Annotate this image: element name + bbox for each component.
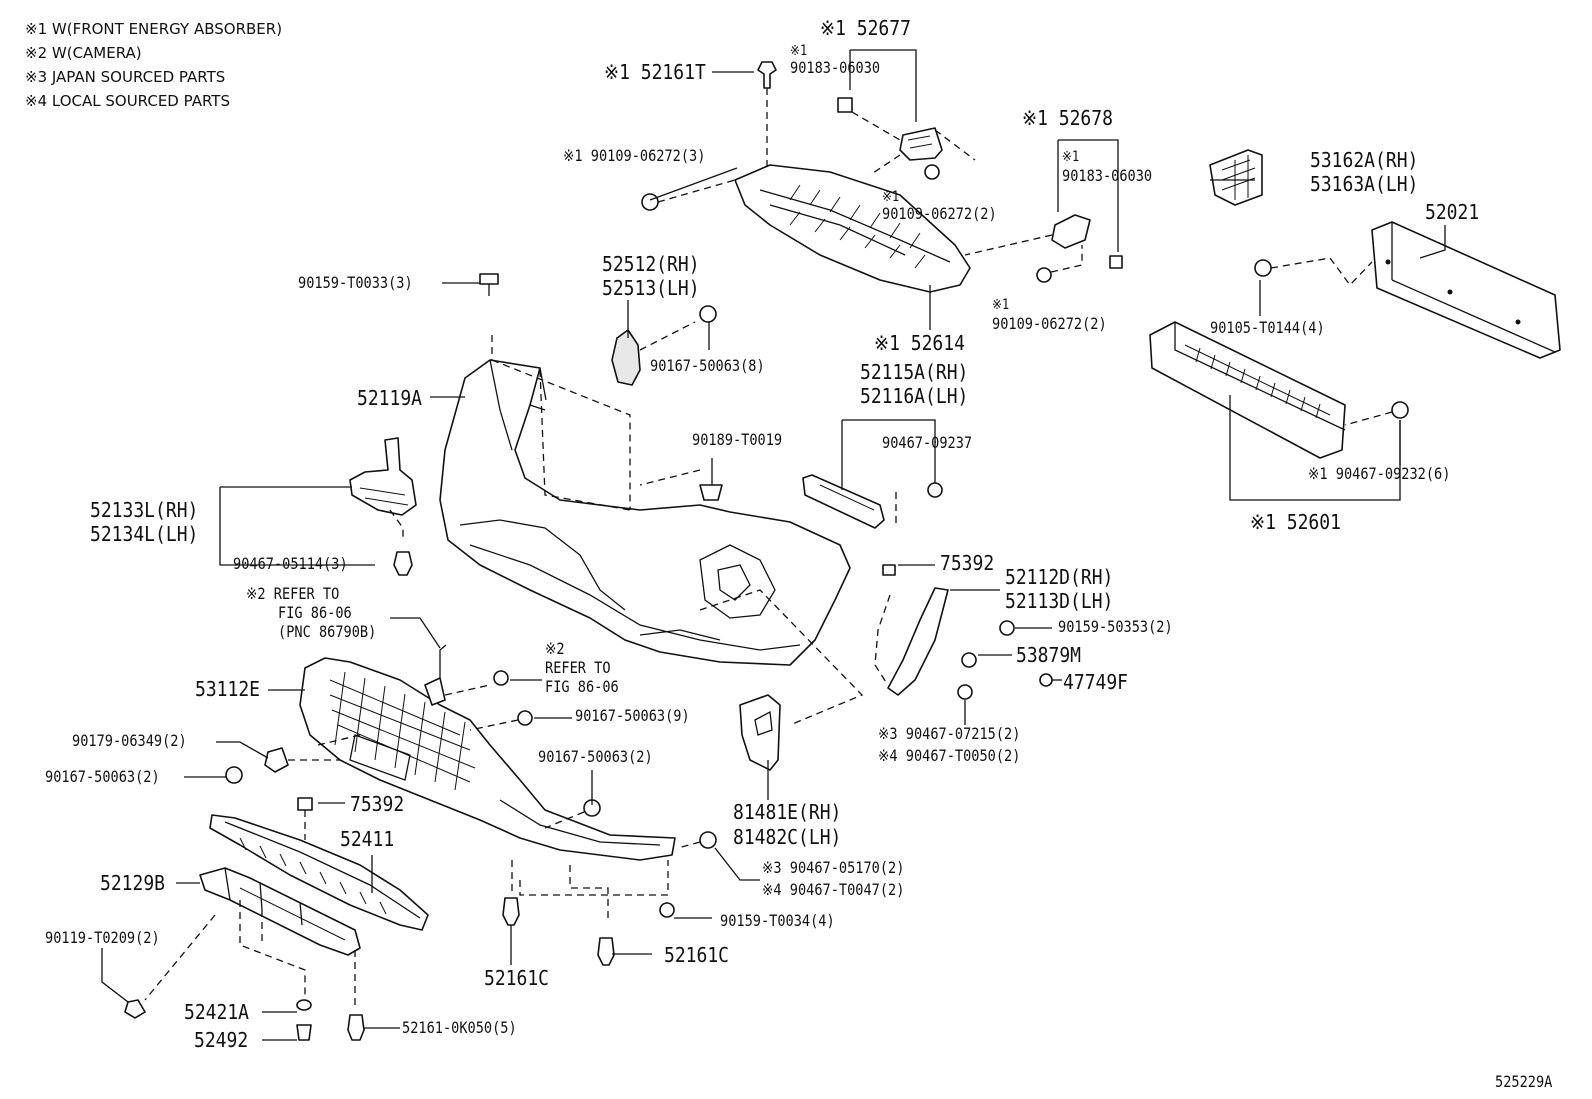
label-53162A: 53162A(RH) xyxy=(1310,148,1419,172)
bracket-53162A xyxy=(1209,149,1263,206)
label-52421A: 52421A xyxy=(184,1000,250,1024)
label-52601: ※1 52601 xyxy=(1250,510,1341,534)
label-52161C-b: 52161C xyxy=(664,943,730,967)
label-90119-T0209: 90119-T0209(2) xyxy=(45,928,160,947)
label-90109c-mark: ※1 xyxy=(992,297,1010,313)
label-52115A: 52115A(RH) xyxy=(860,360,969,384)
cover-81481E xyxy=(739,694,781,771)
wheel-liner-52112D xyxy=(874,564,1053,700)
label-90467-05170: ※3 90467-05170(2) xyxy=(762,858,905,877)
side-bracket-52133L xyxy=(349,437,417,576)
label-53879M: 53879M xyxy=(1016,643,1082,667)
label-75392-a: 75392 xyxy=(940,551,995,575)
label-90183-06030-b: 90183-06030 xyxy=(1062,166,1153,185)
grille-53112E xyxy=(299,657,676,861)
label-52129B: 52129B xyxy=(100,871,166,895)
label-90109-b: 90109-06272(2) xyxy=(882,204,997,223)
label-52411: 52411 xyxy=(340,827,395,851)
label-53112E: 53112E xyxy=(195,677,261,701)
label-90109b-mark: ※1 xyxy=(882,189,900,205)
label-52112D: 52112D(RH) xyxy=(1005,565,1114,589)
camera-bracket xyxy=(424,644,533,731)
label-90467-T0050: ※4 90467-T0050(2) xyxy=(878,746,1021,765)
grille-fasteners xyxy=(225,734,717,849)
label-90167-a: 90167-50063(8) xyxy=(650,356,765,375)
undercover-fasteners xyxy=(124,860,675,1041)
label-81481E: 81481E(RH) xyxy=(733,800,842,824)
note-3: ※3 JAPAN SOURCED PARTS xyxy=(25,68,226,86)
label-90183b-mark: ※1 xyxy=(1062,149,1080,165)
label-75392-b: 75392 xyxy=(350,792,405,816)
leader-lines xyxy=(101,71,1446,1041)
label-52021: 52021 xyxy=(1425,200,1480,224)
label-52119A: 52119A xyxy=(357,386,423,410)
label-53163A: 53163A(LH) xyxy=(1310,172,1419,196)
label-refer2-c: FIG 86-06 xyxy=(545,677,619,696)
label-refer2-b: REFER TO xyxy=(545,658,611,677)
label-52161C-a: 52161C xyxy=(484,966,550,990)
label-47749F: 47749F xyxy=(1063,670,1129,694)
label-refer1-b: FIG 86-06 xyxy=(278,603,352,622)
label-90167-b: 90167-50063(9) xyxy=(575,706,690,725)
bracket-52678 xyxy=(964,214,1091,256)
label-90159-50353: 90159-50353(2) xyxy=(1058,617,1173,636)
reinforcement-52601 xyxy=(1149,257,1409,501)
label-90109-a: ※1 90109-06272(3) xyxy=(563,146,706,165)
reflector-52115A xyxy=(802,419,943,529)
label-52161-0K050: 52161-0K050(5) xyxy=(402,1018,517,1037)
bracket-52677 xyxy=(869,127,976,176)
label-52677: ※1 52677 xyxy=(820,16,911,40)
absorber-fasteners xyxy=(641,49,1123,283)
note-2: ※2 W(CAMERA) xyxy=(25,44,142,62)
label-52512: 52512(RH) xyxy=(602,252,700,276)
label-52614: ※1 52614 xyxy=(874,331,965,355)
label-90467-09232: ※1 90467-09232(6) xyxy=(1308,464,1451,483)
side-bracket-52512 xyxy=(611,305,717,386)
label-81482C: 81482C(LH) xyxy=(733,825,842,849)
molding-52411 xyxy=(209,797,429,931)
label-90159-T0033: 90159-T0033(3) xyxy=(298,273,413,292)
label-90179-06349: 90179-06349(2) xyxy=(72,731,187,750)
label-refer1-a: ※2 REFER TO xyxy=(246,584,340,603)
clip-90159-T0033 xyxy=(479,273,499,296)
label-90183a-mark: ※1 xyxy=(790,43,808,59)
label-90467-09237: 90467-09237 xyxy=(882,433,973,452)
label-refer1-c: (PNC 86790B) xyxy=(278,622,377,641)
bumper-cover-dashes xyxy=(491,335,864,726)
label-90167-d: 90167-50063(2) xyxy=(45,767,160,786)
diagram-id: 525229A xyxy=(1495,1072,1553,1091)
note-4: ※4 LOCAL SOURCED PARTS xyxy=(25,92,230,110)
label-90167-c: 90167-50063(2) xyxy=(538,747,653,766)
label-refer2-a: ※2 xyxy=(545,639,565,658)
label-52678: ※1 52678 xyxy=(1022,106,1113,130)
reinforcement-52021 xyxy=(1371,221,1561,359)
label-90189-T0019: 90189-T0019 xyxy=(692,430,783,449)
label-52492: 52492 xyxy=(194,1028,249,1052)
label-52134L: 52134L(LH) xyxy=(90,522,199,546)
label-52113D: 52113D(LH) xyxy=(1005,589,1114,613)
label-90109-c: 90109-06272(2) xyxy=(992,314,1107,333)
label-52161T: ※1 52161T xyxy=(604,60,706,84)
label-90467-T0047: ※4 90467-T0047(2) xyxy=(762,880,905,899)
energy-absorber-52614 xyxy=(734,164,971,293)
label-90183-06030-a: 90183-06030 xyxy=(790,58,881,77)
clip-90189-T0019 xyxy=(699,484,723,501)
label-52116A: 52116A(LH) xyxy=(860,384,969,408)
label-52513: 52513(LH) xyxy=(602,276,700,300)
label-90467-05114: 90467-05114(3) xyxy=(233,554,348,573)
label-90159-T0034: 90159-T0034(4) xyxy=(720,911,835,930)
label-90467-07215: ※3 90467-07215(2) xyxy=(878,724,1021,743)
note-1: ※1 W(FRONT ENERGY ABSORBER) xyxy=(25,20,283,38)
label-52133L: 52133L(RH) xyxy=(90,498,199,522)
label-90105-T0144: 90105-T0144(4) xyxy=(1210,318,1325,337)
bumper-cover-52119A xyxy=(439,359,851,666)
undercover-52129B xyxy=(144,867,361,1010)
